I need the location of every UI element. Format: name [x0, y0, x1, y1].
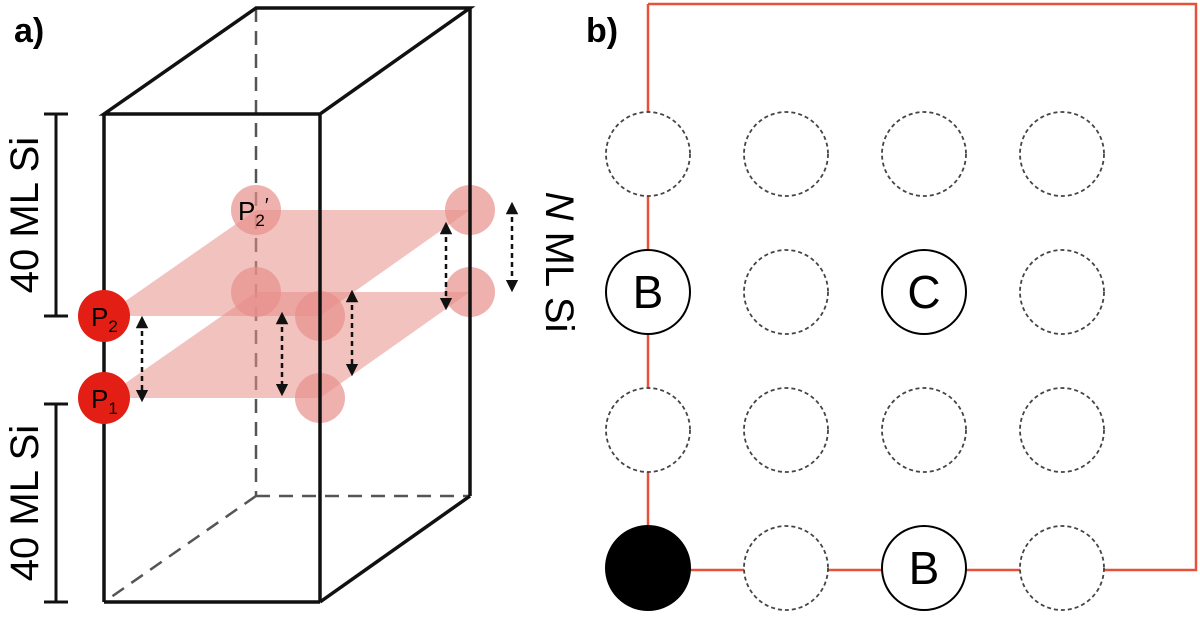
site-circle: [605, 249, 691, 335]
site-label: B: [633, 266, 664, 318]
cell-boundary: [646, 2, 1198, 572]
site-circle: [881, 525, 967, 611]
panel-a: a): [3, 6, 581, 604]
panel-b: b) B C A B: [586, 2, 1198, 611]
atom-p1-label: P1: [91, 384, 118, 418]
site-circle: [743, 111, 829, 197]
site-empty: [605, 387, 691, 473]
site-label: A: [633, 542, 664, 594]
site-empty: [1019, 249, 1105, 335]
solid-atoms: [78, 290, 130, 424]
bottom-dimension-label: 40 ML Si: [3, 425, 47, 581]
site-empty: [743, 387, 829, 473]
site-circle: [881, 387, 967, 473]
site-circle: [605, 525, 691, 611]
site-a: A: [605, 525, 691, 611]
site-empty: [743, 249, 829, 335]
site-label: B: [909, 542, 940, 594]
site-circle: [743, 387, 829, 473]
site-b: B: [605, 249, 691, 335]
atom-p2-label: P2: [91, 302, 118, 336]
site-label: C: [907, 266, 940, 318]
site-c: C: [881, 249, 967, 335]
site-circle: [743, 249, 829, 335]
panel-a-label: a): [14, 12, 44, 50]
atom-ghost: [231, 267, 281, 317]
site-empty: [1019, 111, 1105, 197]
site-circle: [1019, 111, 1105, 197]
site-circle: [881, 111, 967, 197]
box-hidden-edges: [103, 8, 470, 604]
site-empty: [1019, 387, 1105, 473]
site-circle: [1019, 249, 1105, 335]
atom-p2-prime: [231, 185, 281, 235]
site-empty: [881, 111, 967, 197]
spacing-arrows: [135, 201, 519, 403]
atom-p1: [78, 372, 130, 424]
site-empty: [743, 111, 829, 197]
site-empty: [1019, 525, 1105, 611]
site-circle: [605, 387, 691, 473]
site-b: B: [881, 525, 967, 611]
atom-p2: [78, 290, 130, 342]
panel-b-label: b): [586, 12, 618, 50]
site-circle: [1019, 387, 1105, 473]
site-circle: [881, 249, 967, 335]
box-visible-edges: [98, 6, 476, 604]
plane-p2: [104, 210, 470, 316]
site-empty: [881, 387, 967, 473]
site-empty: [605, 111, 691, 197]
top-dimension-label: 40 ML Si: [3, 137, 47, 293]
atom-p2-prime-label: P2′: [238, 195, 269, 230]
site-circle: [605, 111, 691, 197]
site-circle: [1019, 525, 1105, 611]
dopant-planes: [104, 210, 470, 398]
site-circle: [743, 525, 829, 611]
dimension-brackets: [44, 112, 68, 604]
spacing-dimension-label: N ML Si: [537, 192, 581, 333]
lattice-sites: B C A B: [605, 111, 1105, 611]
site-empty: [743, 525, 829, 611]
